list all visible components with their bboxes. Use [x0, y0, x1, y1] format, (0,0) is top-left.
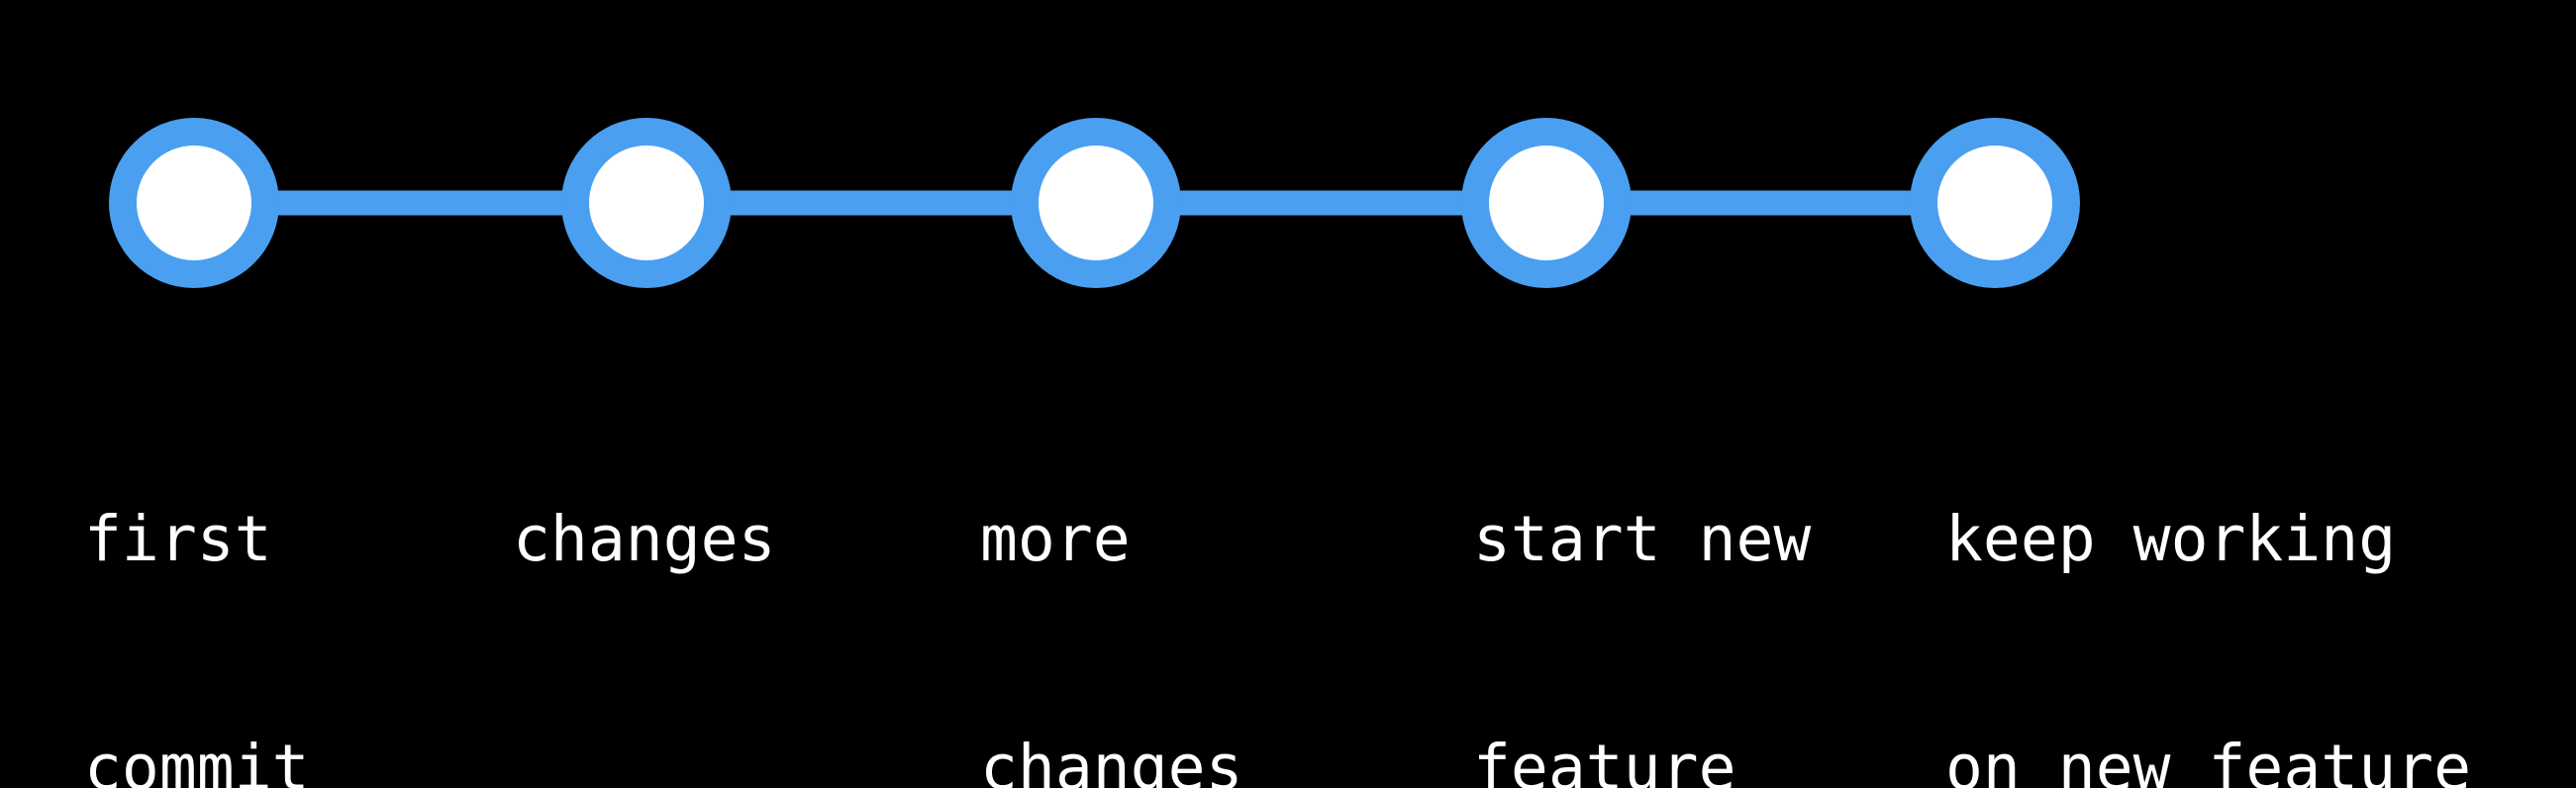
commit-label-line: keep working: [1945, 503, 2397, 575]
commit-label-line: on new feature: [1945, 732, 2472, 788]
commit-label-line: more: [980, 503, 1131, 575]
commit-label-line: feature: [1473, 732, 1736, 788]
commit-label-changes: changes: [513, 348, 776, 730]
commit-label-first-commit: first commit: [84, 348, 310, 788]
commit-label-more-changes: more changes: [980, 348, 1243, 788]
commit-label-line: changes: [513, 503, 776, 575]
commit-node-core[interactable]: [137, 146, 251, 260]
commit-label-keep-working-on-new-feature: keep working on new feature: [1945, 348, 2471, 788]
commit-label-line: commit: [84, 732, 310, 788]
commit-label-line: start new: [1473, 503, 1812, 575]
commit-label-line: first: [84, 503, 272, 575]
commit-node-core[interactable]: [1039, 146, 1153, 260]
commit-node-core[interactable]: [1489, 146, 1604, 260]
commit-label-line: changes: [980, 732, 1243, 788]
commit-label-start-new-feature: start new feature: [1473, 348, 1811, 788]
commit-node-core[interactable]: [1937, 146, 2052, 260]
nodes-group: [109, 118, 2080, 288]
commit-node-core[interactable]: [589, 146, 704, 260]
